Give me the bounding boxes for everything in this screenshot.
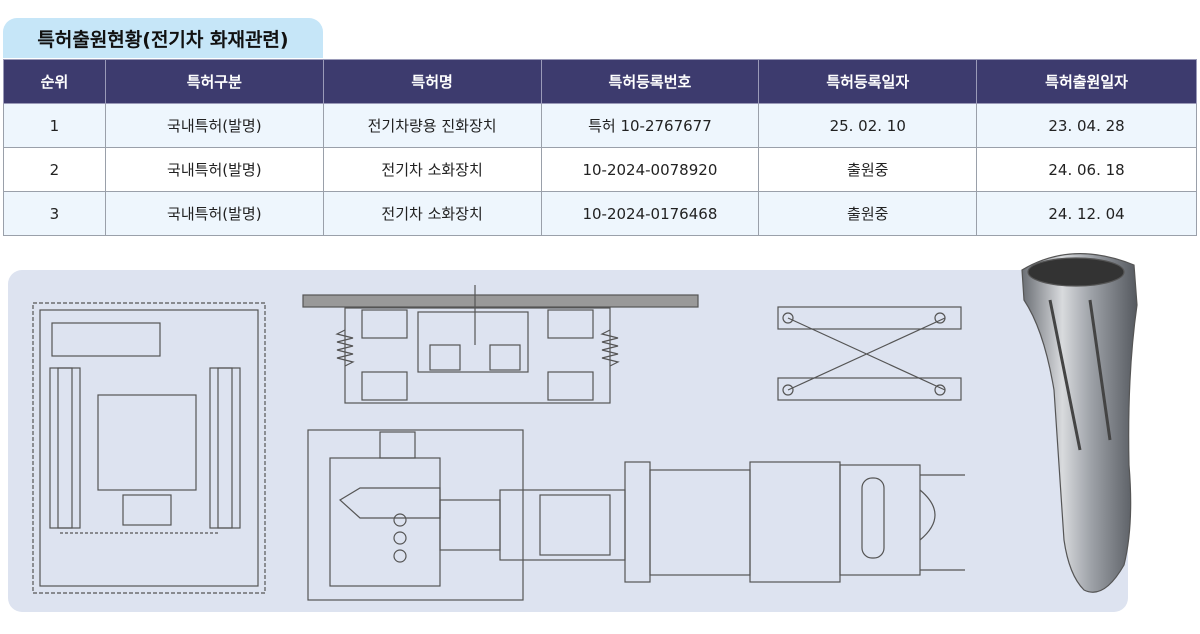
cell-reg-number: 특허 10-2767677: [540, 103, 760, 148]
cell-rank: 3: [3, 191, 106, 236]
drawing-lift-mechanism: [302, 285, 699, 404]
cell-app-date: 23. 04. 28: [976, 103, 1197, 148]
drawing-scissor-lift: [777, 306, 962, 401]
annular-cutter-image: [1021, 253, 1138, 593]
table-row: 2 국내특허(발명) 전기차 소화장치 10-2024-0078920 출원중 …: [3, 147, 1197, 192]
cell-reg-date: 출원중: [758, 191, 978, 236]
cell-rank: 2: [3, 147, 106, 192]
table-row: 3 국내특허(발명) 전기차 소화장치 10-2024-0176468 출원중 …: [3, 191, 1197, 236]
cell-app-date: 24. 12. 04: [976, 191, 1197, 236]
header-name: 특허명: [322, 59, 542, 104]
cell-reg-number: 10-2024-0176468: [540, 191, 760, 236]
table-header-row: 순위 특허구분 특허명 특허등록번호 특허등록일자 특허출원일자: [3, 59, 1197, 104]
header-reg-number: 특허등록번호: [540, 59, 760, 104]
cell-type: 국내특허(발명): [104, 147, 324, 192]
cell-name: 전기차 소화장치: [322, 191, 542, 236]
cell-type: 국내특허(발명): [104, 191, 324, 236]
header-rank: 순위: [3, 59, 106, 104]
cell-app-date: 24. 06. 18: [976, 147, 1197, 192]
drawing-top-view: [32, 302, 266, 594]
cell-reg-date: 출원중: [758, 147, 978, 192]
cell-name: 전기차 소화장치: [322, 147, 542, 192]
patent-table: 순위 특허구분 특허명 특허등록번호 특허등록일자 특허출원일자 1 국내특허(…: [3, 59, 1197, 236]
drawing-drill-assembly: [307, 429, 965, 601]
cell-rank: 1: [3, 103, 106, 148]
cell-reg-date: 25. 02. 10: [758, 103, 978, 148]
cell-name: 전기차량용 진화장치: [322, 103, 542, 148]
header-app-date: 특허출원일자: [976, 59, 1197, 104]
section-title: 특허출원현황(전기차 화재관련): [3, 18, 323, 58]
table-row: 1 국내특허(발명) 전기차량용 진화장치 특허 10-2767677 25. …: [3, 103, 1197, 148]
header-reg-date: 특허등록일자: [758, 59, 978, 104]
